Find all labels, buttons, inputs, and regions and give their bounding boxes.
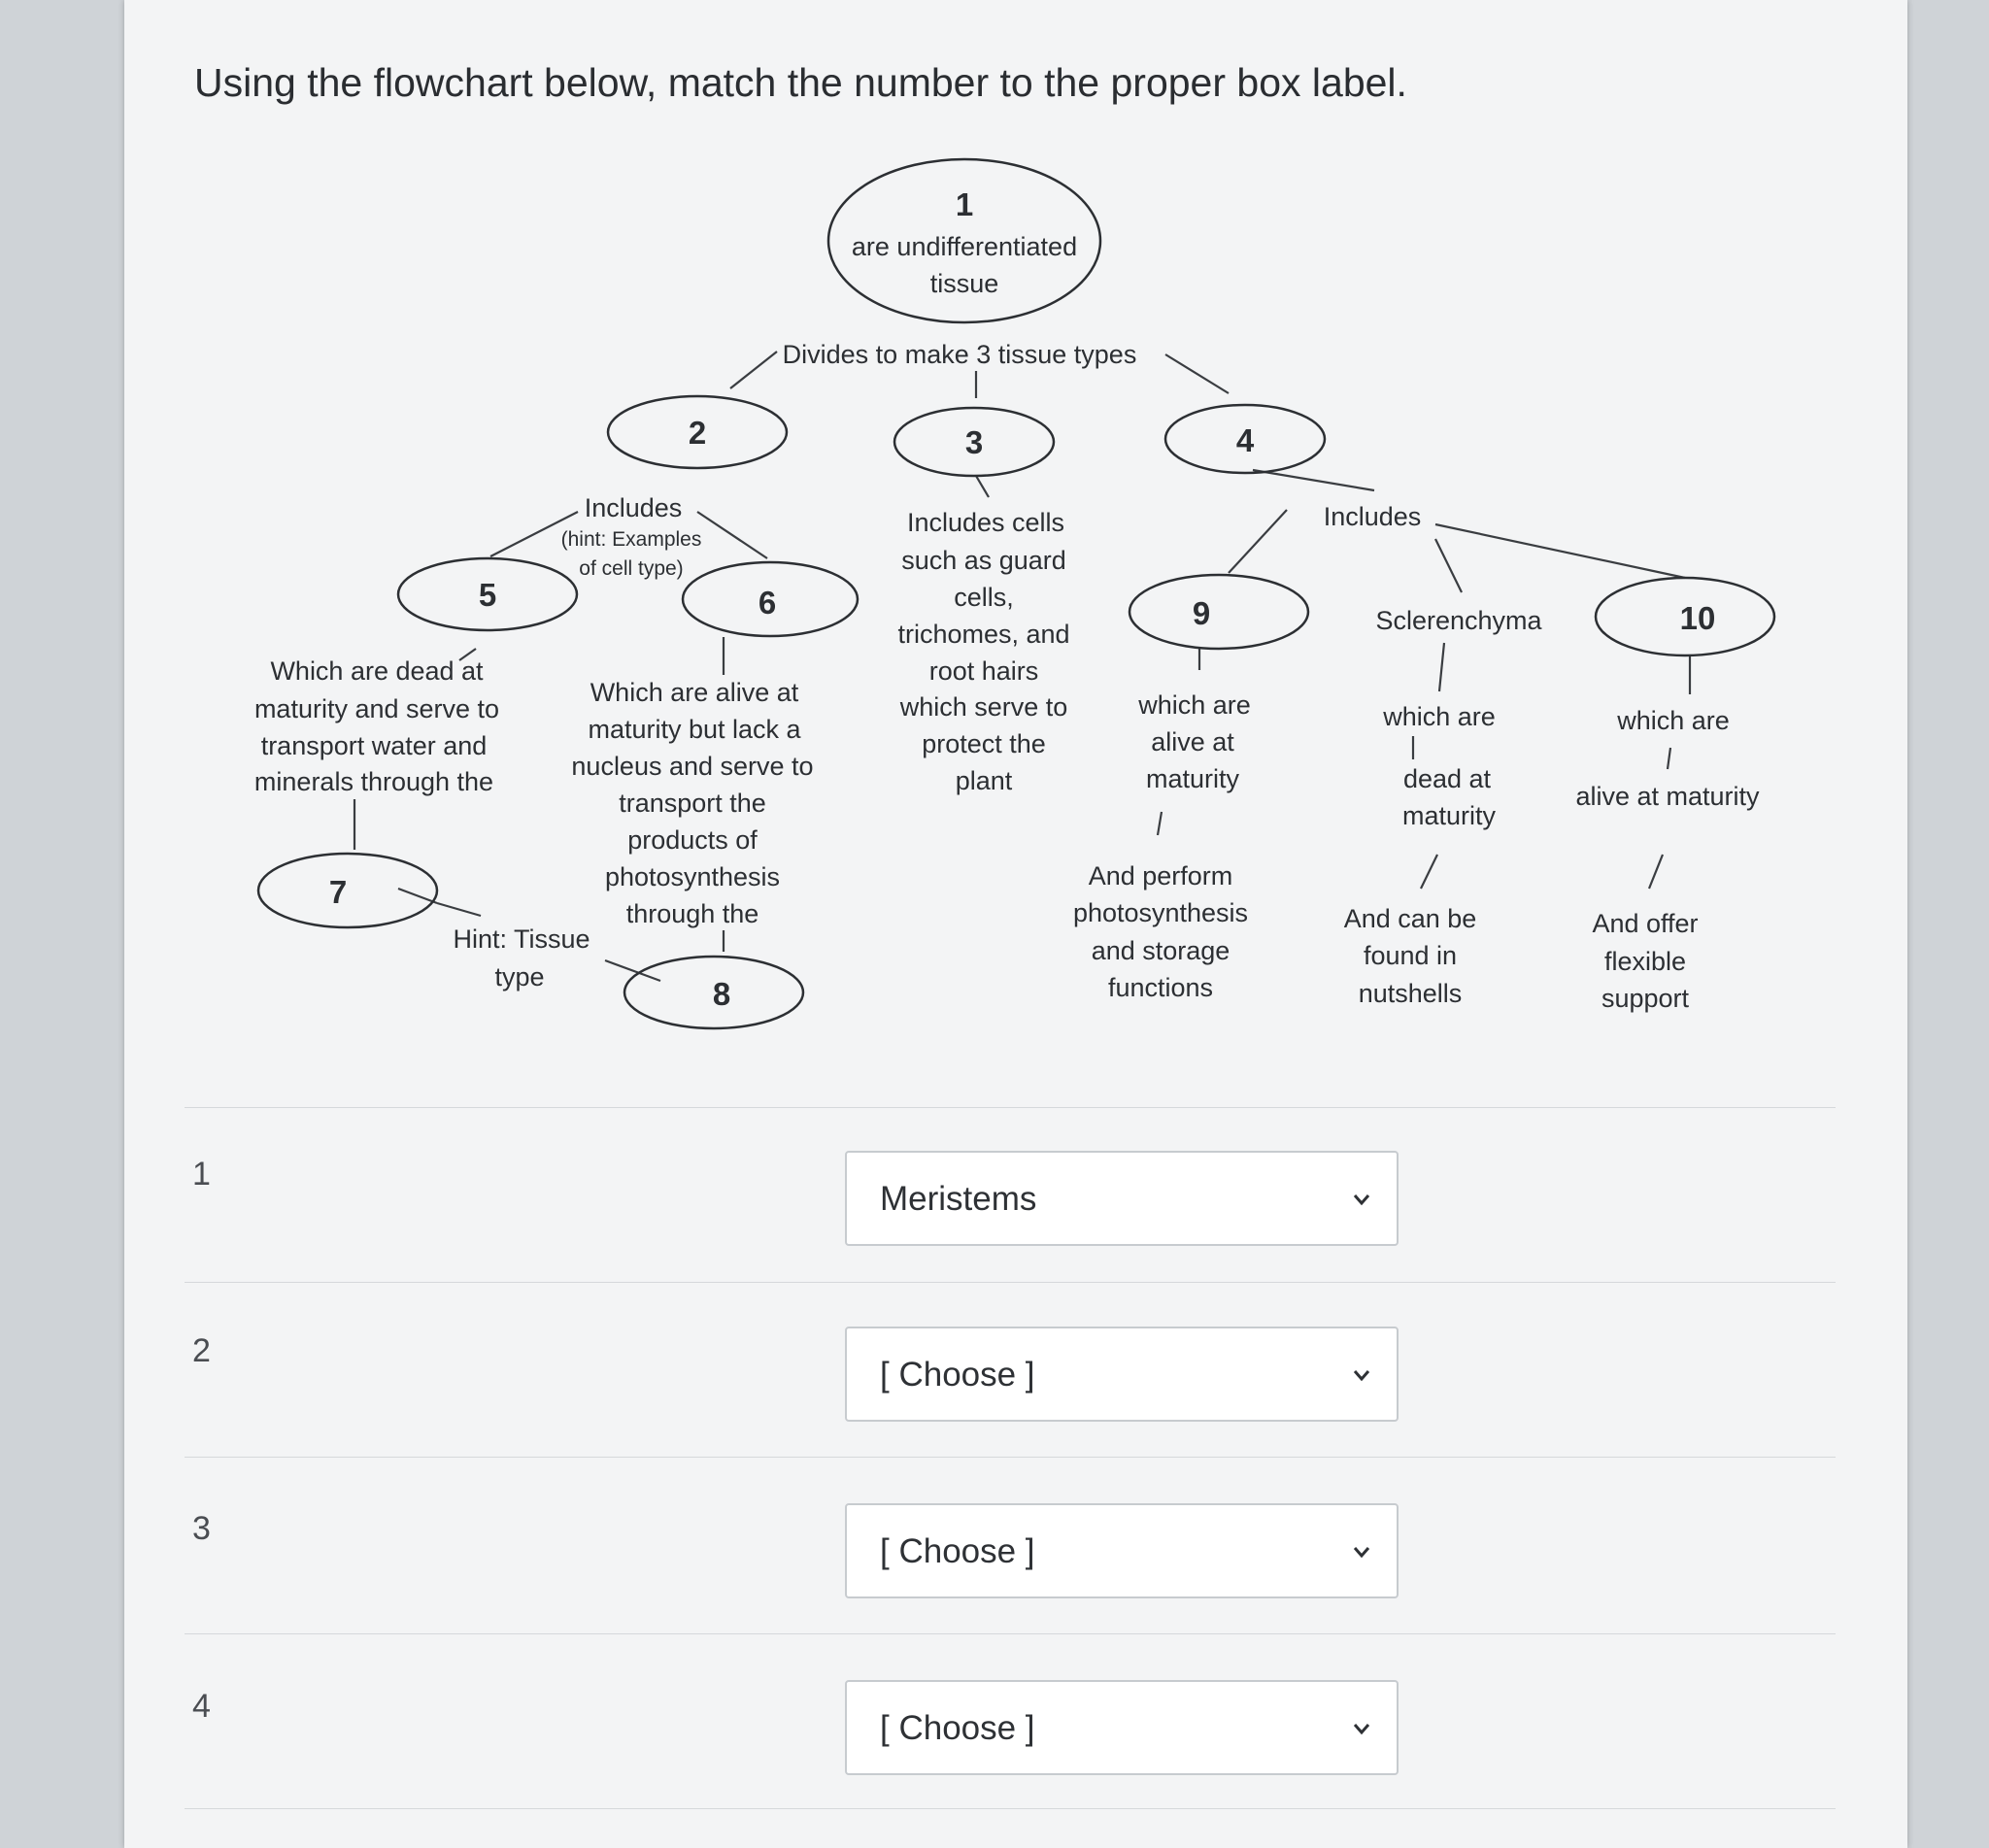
node-5-description: Which are dead at maturity and serve to … [254, 656, 499, 796]
sclerenchyma-desc-line: dead at [1403, 764, 1492, 793]
node-4-number: 4 [1236, 422, 1255, 458]
chevron-down-icon [1353, 1724, 1370, 1735]
node-8: 8 [623, 955, 805, 1030]
node-3: 3 [893, 406, 1056, 478]
row-divider [185, 1633, 1836, 1634]
node-5-desc-line: transport water and [261, 731, 488, 760]
node-9-number: 9 [1193, 595, 1210, 631]
question-prompt: Using the flowchart below, match the num… [194, 60, 1407, 105]
node-2-includes: Includes [585, 493, 683, 522]
node-5-number: 5 [479, 577, 496, 613]
node-1-meristem: 1 are undifferentiated tissue [826, 157, 1102, 324]
node-6-desc-line: products of [627, 825, 758, 855]
match-select-1[interactable]: Meristems [845, 1151, 1399, 1246]
node-6-desc-line: through the [626, 899, 759, 928]
node-1-text-line2: tissue [930, 269, 999, 298]
node-2-number: 2 [689, 415, 706, 451]
sclerenchyma-label: Sclerenchyma [1375, 606, 1542, 635]
chevron-down-icon [1353, 1547, 1370, 1559]
node-9-desc-line: alive at [1151, 727, 1234, 756]
node-2-hint-line1: (hint: Examples [561, 528, 702, 551]
sclerenchyma-desc-line: found in [1364, 941, 1457, 970]
flowchart-connectors [353, 351, 1692, 983]
sclerenchyma-desc-line: nutshells [1359, 979, 1463, 1008]
node-9-desc-line: and storage [1092, 936, 1230, 965]
node-3-desc-line: trichomes, and [897, 620, 1069, 649]
node-10-desc-line: alive at maturity [1575, 782, 1760, 811]
node-9-desc-line: photosynthesis [1073, 898, 1248, 927]
node-3-desc-line: protect the [922, 729, 1046, 758]
node-10: 10 [1594, 576, 1776, 657]
node-3-desc-line: such as guard [901, 546, 1066, 575]
match-row-number: 4 [192, 1688, 211, 1725]
node-3-number: 3 [965, 424, 983, 460]
select-value: Meristems [880, 1180, 1037, 1218]
node-6-desc-line: nucleus and serve to [571, 752, 813, 781]
row-divider [185, 1457, 1836, 1458]
node-8-number: 8 [713, 976, 730, 1012]
node-5-desc-line: maturity and serve to [254, 694, 499, 723]
hint-tissue-line2: type [494, 962, 544, 991]
node-10-desc-line: which are [1616, 706, 1730, 735]
sclerenchyma-desc-line: And can be [1344, 904, 1477, 933]
node-5-desc-line: Which are dead at [270, 656, 484, 686]
chevron-down-icon [1353, 1194, 1370, 1206]
node-6-description: Which are alive at maturity but lack a n… [571, 678, 813, 928]
row-divider [185, 1808, 1836, 1809]
node-9: 9 [1128, 573, 1310, 651]
node-10-desc-line: flexible [1604, 947, 1686, 976]
node-1-number: 1 [956, 186, 973, 222]
node-6-desc-line: maturity but lack a [588, 715, 801, 744]
row-divider [185, 1107, 1836, 1108]
node-3-desc-line: Includes cells [907, 508, 1064, 537]
node-9-desc-line: functions [1108, 973, 1213, 1002]
node-10-number: 10 [1680, 600, 1716, 636]
node-3-desc-line: root hairs [929, 656, 1039, 686]
chevron-down-icon [1353, 1370, 1370, 1382]
node-4: 4 [1163, 403, 1327, 475]
node-6: 6 [681, 560, 860, 638]
node-6-desc-line: Which are alive at [590, 678, 799, 707]
node-7-number: 7 [329, 874, 347, 910]
node-6-desc-line: photosynthesis [605, 862, 780, 891]
hint-tissue-line1: Hint: Tissue [453, 924, 590, 954]
node-9-desc-line: which are [1137, 690, 1251, 720]
sclerenchyma-description: which are dead at maturity And can be fo… [1344, 702, 1497, 1008]
node-9-desc-line: maturity [1146, 764, 1240, 793]
match-row-number: 3 [192, 1510, 211, 1547]
node-3-desc-line: plant [956, 766, 1013, 795]
node-2-hint-line2: of cell type) [579, 557, 683, 580]
node-10-desc-line: support [1601, 984, 1690, 1013]
sclerenchyma-desc-line: which are [1382, 702, 1496, 731]
match-row-number: 1 [192, 1156, 211, 1193]
node-1-text-line1: are undifferentiated [852, 232, 1077, 261]
node-3-description: Includes cells such as guard cells, tric… [897, 508, 1069, 795]
node-5: 5 [396, 556, 579, 632]
node-6-number: 6 [759, 585, 776, 621]
node-6-desc-line: transport the [619, 789, 766, 818]
node-5-desc-line: minerals through the [254, 767, 493, 796]
node-4-includes: Includes [1324, 502, 1422, 531]
node-9-desc-line: And perform [1089, 861, 1233, 890]
select-value: [ Choose ] [880, 1532, 1035, 1570]
match-select-3[interactable]: [ Choose ] [845, 1503, 1399, 1598]
node-10-description: which are alive at maturity And offer fl… [1575, 706, 1760, 1013]
node-7: 7 [256, 852, 439, 929]
node-9-description: which are alive at maturity And perform … [1073, 690, 1251, 1002]
divides-label: Divides to make 3 tissue types [783, 340, 1137, 369]
node-10-desc-line: And offer [1592, 909, 1698, 938]
match-row-number: 2 [192, 1332, 211, 1369]
select-value: [ Choose ] [880, 1356, 1035, 1394]
node-3-desc-line: cells, [954, 583, 1014, 612]
match-select-2[interactable]: [ Choose ] [845, 1327, 1399, 1422]
row-divider [185, 1282, 1836, 1283]
match-select-4[interactable]: [ Choose ] [845, 1680, 1399, 1775]
node-2: 2 [606, 394, 789, 470]
sclerenchyma-desc-line: maturity [1402, 801, 1497, 830]
node-3-desc-line: which serve to [899, 692, 1068, 722]
select-value: [ Choose ] [880, 1709, 1035, 1747]
